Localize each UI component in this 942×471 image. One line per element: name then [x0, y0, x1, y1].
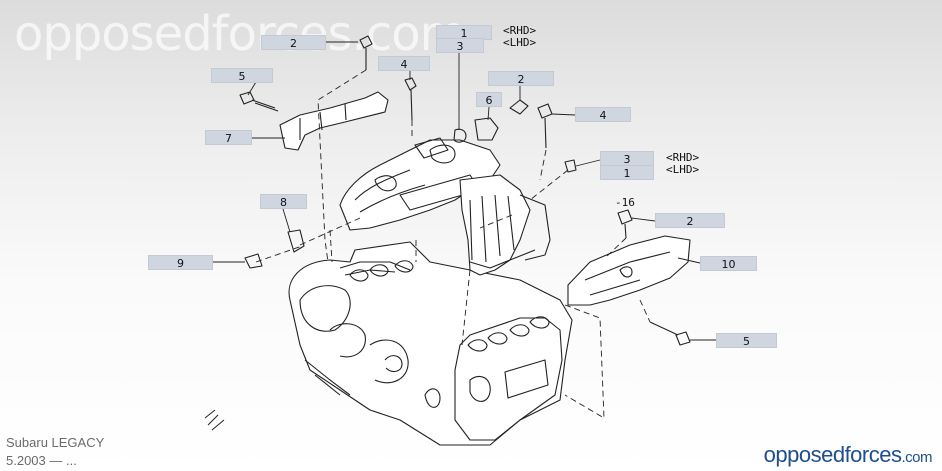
callout-part-5[interactable]: 5 — [211, 68, 273, 83]
rhd-lhd-note: <RHD> <LHD> — [503, 24, 537, 49]
callout-part-3[interactable]: 3 — [436, 38, 484, 53]
callout-part-1[interactable]: 1 — [600, 165, 654, 180]
brand-tld: .com — [901, 449, 932, 466]
callout-part-10[interactable]: 10 — [700, 256, 757, 271]
callout-part-9[interactable]: 9 — [148, 255, 213, 270]
part-suffix-note: -16 — [615, 196, 635, 209]
rhd-lhd-note: <RHD> <LHD> — [666, 151, 700, 176]
cover-part-10 — [567, 235, 691, 306]
callout-part-4[interactable]: 4 — [575, 107, 631, 122]
callout-part-6[interactable]: 6 — [476, 92, 502, 107]
intake-manifold — [339, 139, 501, 231]
callout-part-7[interactable]: 7 — [205, 130, 252, 145]
callout-part-2[interactable]: 2 — [488, 71, 554, 86]
callout-part-2[interactable]: 2 — [261, 35, 326, 50]
bracket-part-7 — [279, 91, 389, 151]
callout-part-8[interactable]: 8 — [260, 194, 307, 209]
callout-part-3[interactable]: 3 — [600, 151, 654, 166]
brand-logo[interactable]: opposedforces.com — [763, 442, 933, 468]
callout-part-4[interactable]: 4 — [378, 56, 430, 71]
watermark: opposedforces.com — [14, 6, 466, 62]
vehicle-model: Subaru LEGACY — [6, 435, 105, 450]
vehicle-info: Subaru LEGACY 5.2003 — ... — [6, 434, 104, 470]
callout-part-2[interactable]: 2 — [655, 213, 725, 228]
engine-block — [288, 241, 573, 446]
vehicle-years: 5.2003 — ... — [6, 453, 77, 468]
brand-name: opposedforces — [763, 442, 902, 467]
callout-part-5[interactable]: 5 — [716, 333, 777, 348]
